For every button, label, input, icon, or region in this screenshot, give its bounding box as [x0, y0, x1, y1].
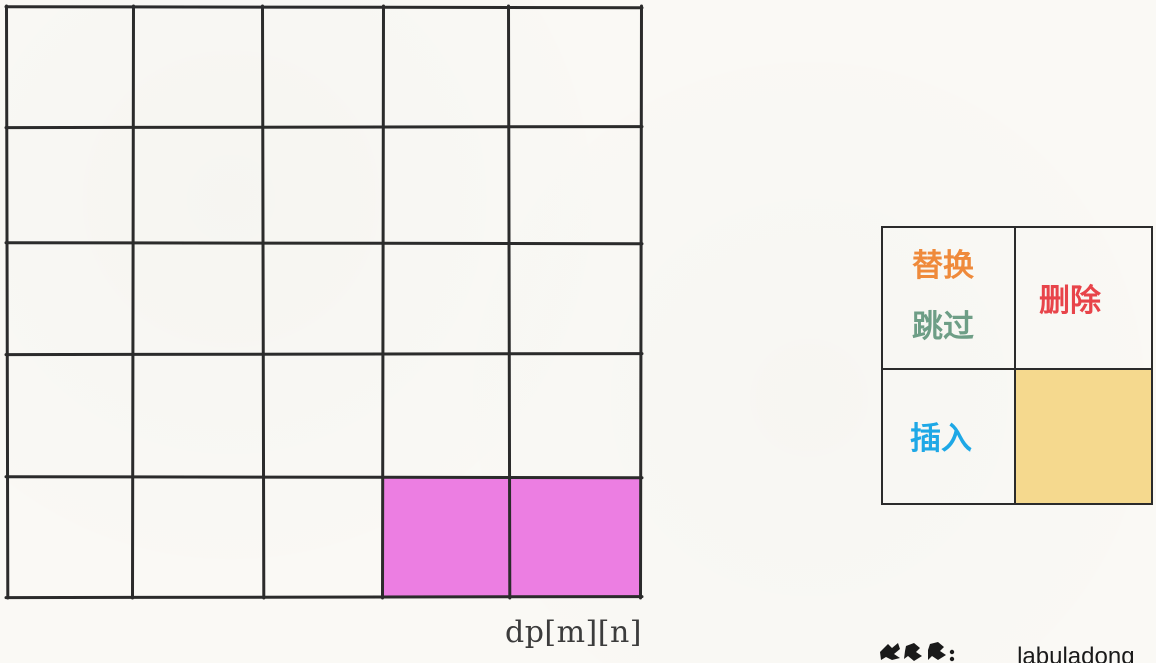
- dp-grid-horizontal-line: [4, 5, 644, 10]
- dp-grid-vertical-line: [5, 4, 10, 600]
- dp-grid-vertical-line: [131, 4, 135, 600]
- dp-grid-vertical-line: [639, 4, 643, 600]
- legend-grid: [881, 226, 1153, 505]
- legend-replace-label: 替换: [912, 248, 974, 284]
- dp-grid-horizontal-line: [4, 241, 644, 246]
- dp-cell-highlighted: [509, 477, 641, 597]
- legend-border: [881, 226, 1153, 505]
- legend-skip-label: 跳过: [912, 309, 974, 345]
- legend-box: 替换 跳过 删除 插入: [881, 226, 1153, 505]
- dp-table-grid: [4, 4, 644, 600]
- dp-grid-horizontal-line: [4, 352, 644, 357]
- watermark-text: labuladong: [1017, 643, 1135, 663]
- legend-delete-label: 删除: [1039, 283, 1101, 319]
- dp-grid-vertical-line: [381, 4, 385, 600]
- watermark: labuladong: [878, 640, 1156, 663]
- dp-grid-horizontal-line: [4, 475, 644, 480]
- dp-cell-highlighted: [383, 477, 509, 597]
- dp-grid-horizontal-line: [4, 595, 644, 600]
- dp-table: [4, 4, 644, 600]
- watermark-seal-icon: [880, 642, 955, 662]
- dp-grid-vertical-line: [507, 4, 512, 600]
- dp-target-label: dp[m][n]: [505, 615, 642, 650]
- legend-insert-label: 插入: [910, 421, 972, 457]
- dp-grid-vertical-line: [261, 4, 266, 600]
- legend-target-cell: [1015, 369, 1151, 503]
- dp-grid-horizontal-line: [4, 125, 644, 130]
